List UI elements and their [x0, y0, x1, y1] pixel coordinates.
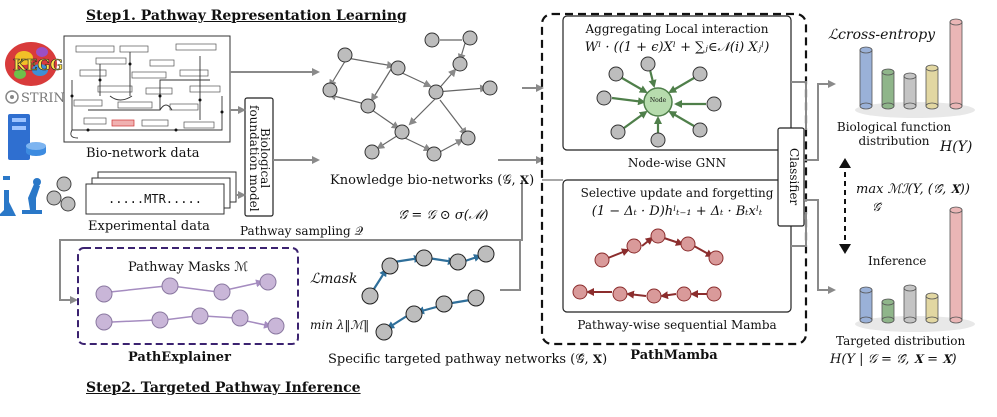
gnn-center-node — [643, 87, 673, 117]
classifier-box — [777, 127, 805, 227]
knowledge-bionetworks-label: Knowledge bio-networks (𝒢, 𝐗) — [330, 173, 535, 188]
bio-network-label: Bio-network data — [86, 146, 200, 161]
gnn-title: Aggregating Local interaction — [585, 22, 769, 36]
targeted-bar-2-cap — [881, 298, 895, 306]
sampling-arrow — [59, 180, 523, 304]
mamba-chain-nodes — [572, 228, 724, 304]
targeted-distribution-chart — [855, 206, 975, 332]
bio-bar-1 — [859, 49, 873, 107]
bio-bar-2-base — [881, 102, 895, 110]
bio-bar-5 — [949, 21, 963, 107]
bio-bar-1-base — [859, 102, 873, 110]
bio-bar-5-cap — [949, 18, 963, 26]
bio-network-map — [63, 35, 231, 143]
bio-bar-3-base — [903, 102, 917, 110]
targeted-to-pathmamba-line — [500, 240, 521, 291]
step1-title: Step1. Pathway Representation Learning — [86, 8, 407, 24]
mamba-to-classifier-line — [791, 212, 807, 247]
targeted-pathway-nodes — [361, 245, 495, 341]
inference-label: Inference — [868, 254, 927, 268]
targeted-bar-5-base — [949, 316, 963, 324]
mamba-caption: Pathway-wise sequential Mamba — [577, 318, 777, 332]
gnn-center-node-label: Node — [649, 97, 667, 104]
targeted-bar-1-base — [859, 316, 873, 324]
bio-bar-3-cap — [903, 72, 917, 80]
server-icon — [8, 114, 46, 160]
bio-distribution-chart — [855, 18, 975, 118]
targeted-bar-4 — [925, 295, 939, 321]
bio-bar-4-base — [925, 102, 939, 110]
bio-function-label: Biological function distribution — [836, 120, 952, 148]
gnn-neighbor-nodes — [596, 56, 722, 148]
bio-bar-2 — [881, 71, 895, 107]
foundation-model-label: Biological foundation model — [247, 104, 272, 212]
classifier-label: Classifier — [787, 148, 801, 206]
svg-text:STRING: STRING — [21, 91, 75, 106]
bio-bar-5-base — [949, 102, 963, 110]
mamba-title: Selective update and forgetting — [580, 186, 774, 200]
pathexplainer-label: PathExplainer — [128, 350, 231, 365]
hy-label: H(Y) — [940, 139, 973, 155]
targeted-bar-4-base — [925, 316, 939, 324]
targeted-bar-2-base — [881, 316, 895, 324]
targeted-bar-3-cap — [903, 284, 917, 292]
gnn-formula: Wˡ · ((1 + ϵ)Xˡ + ∑ⱼ∈𝒩(i) Xⱼˡ) — [584, 40, 770, 55]
bio-bar-4 — [925, 67, 939, 107]
classifier-to-targeted-arrow — [804, 199, 836, 294]
gnn-caption: Node-wise GNN — [627, 156, 727, 170]
mi-label: max ℳℐ(Y, (𝒢̂, 𝐗̂)) — [856, 182, 970, 197]
mamba-chain-edges — [586, 236, 714, 300]
step2-title: Step2. Targeted Pathway Inference — [86, 380, 361, 396]
string-logo: STRING — [5, 90, 75, 106]
targeted-bar-1 — [859, 289, 873, 321]
experimental-data-stack — [85, 171, 237, 215]
experimental-label: Experimental data — [88, 219, 210, 234]
bio-bar-1-cap — [859, 46, 873, 54]
mi-sub-label: 𝒢̂ — [872, 200, 881, 214]
pathway-mask-chain — [95, 273, 285, 335]
microscope-icon — [0, 176, 42, 216]
cross-entropy-label: ℒcross-entropy — [828, 27, 936, 43]
targeted-bar-4-cap — [925, 292, 939, 300]
min-norm-label: min λ‖ℳ‖ — [310, 318, 370, 332]
bio-bar-4-cap — [925, 64, 939, 72]
gnn-star — [611, 69, 706, 134]
conditional-entropy-label: H(Y | 𝒢 = 𝒢̂, 𝐗 = 𝐗̂) — [830, 352, 957, 367]
pathmamba-label: PathMamba — [630, 348, 718, 363]
targeted-bar-5-cap — [949, 206, 963, 214]
bio-bar-3 — [903, 75, 917, 107]
targeted-bar-5 — [949, 209, 963, 321]
kegg-logo: KEGG — [5, 42, 63, 86]
bio-bar-2-cap — [881, 68, 895, 76]
targeted-bar-3-base — [903, 316, 917, 324]
pathmamba-box — [540, 12, 808, 346]
sample-nodes — [46, 176, 76, 212]
targeted-bar-1-cap — [859, 286, 873, 294]
pathway-sampling-label: Pathway sampling 𝒬 — [240, 224, 364, 238]
pathway-masks-label: Pathway Masks ℳ — [128, 260, 249, 275]
loss-mask-label: ℒmask — [310, 271, 358, 287]
specific-targeted-label: Specific targeted pathway networks (𝒢̂, … — [328, 352, 608, 367]
targeted-distribution-label: Targeted distribution — [836, 334, 966, 348]
experimental-sequence: .....MTR..... — [108, 192, 202, 206]
targeted-bar-3 — [903, 287, 917, 321]
mamba-formula: (1 − Δₜ · D)hˡₜ₋₁ + Δₜ · Bₜxˡₜ — [591, 204, 763, 219]
foundation-model-box — [244, 97, 274, 217]
svg-text:KEGG: KEGG — [13, 56, 63, 74]
classifier-to-bio-arrow — [804, 80, 836, 161]
masked-graph-formula: 𝒢̂ = 𝒢 ⊙ σ(ℳ) — [398, 208, 489, 223]
gnn-to-classifier-line — [791, 81, 807, 130]
knowledge-graph-nodes — [322, 30, 498, 162]
